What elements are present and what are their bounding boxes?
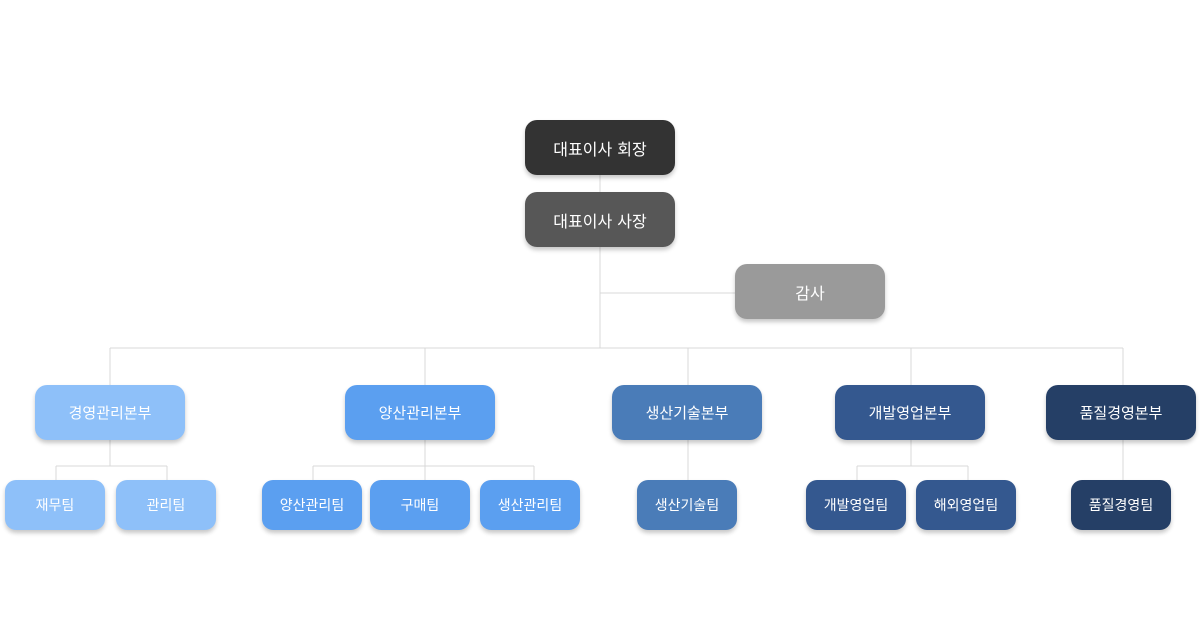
team-finance[interactable]: 재무팀 — [5, 480, 105, 530]
division-production-technology[interactable]: 생산기술본부 — [612, 385, 762, 440]
team-overseas-sales[interactable]: 해외영업팀 — [916, 480, 1016, 530]
audit-node[interactable]: 감사 — [735, 264, 885, 319]
team-development-sales[interactable]: 개발영업팀 — [806, 480, 906, 530]
division-development-sales[interactable]: 개발영업본부 — [835, 385, 985, 440]
team-mass-production-management[interactable]: 양산관리팀 — [262, 480, 362, 530]
division-quality[interactable]: 품질경영본부 — [1046, 385, 1196, 440]
team-quality-management[interactable]: 품질경영팀 — [1071, 480, 1171, 530]
division-production-management[interactable]: 양산관리본부 — [345, 385, 495, 440]
team-administration[interactable]: 관리팀 — [116, 480, 216, 530]
team-production-management[interactable]: 생산관리팀 — [480, 480, 580, 530]
chairman-node[interactable]: 대표이사 회장 — [525, 120, 675, 175]
president-node[interactable]: 대표이사 사장 — [525, 192, 675, 247]
team-production-technology[interactable]: 생산기술팀 — [637, 480, 737, 530]
team-purchasing[interactable]: 구매팀 — [370, 480, 470, 530]
division-management[interactable]: 경영관리본부 — [35, 385, 185, 440]
